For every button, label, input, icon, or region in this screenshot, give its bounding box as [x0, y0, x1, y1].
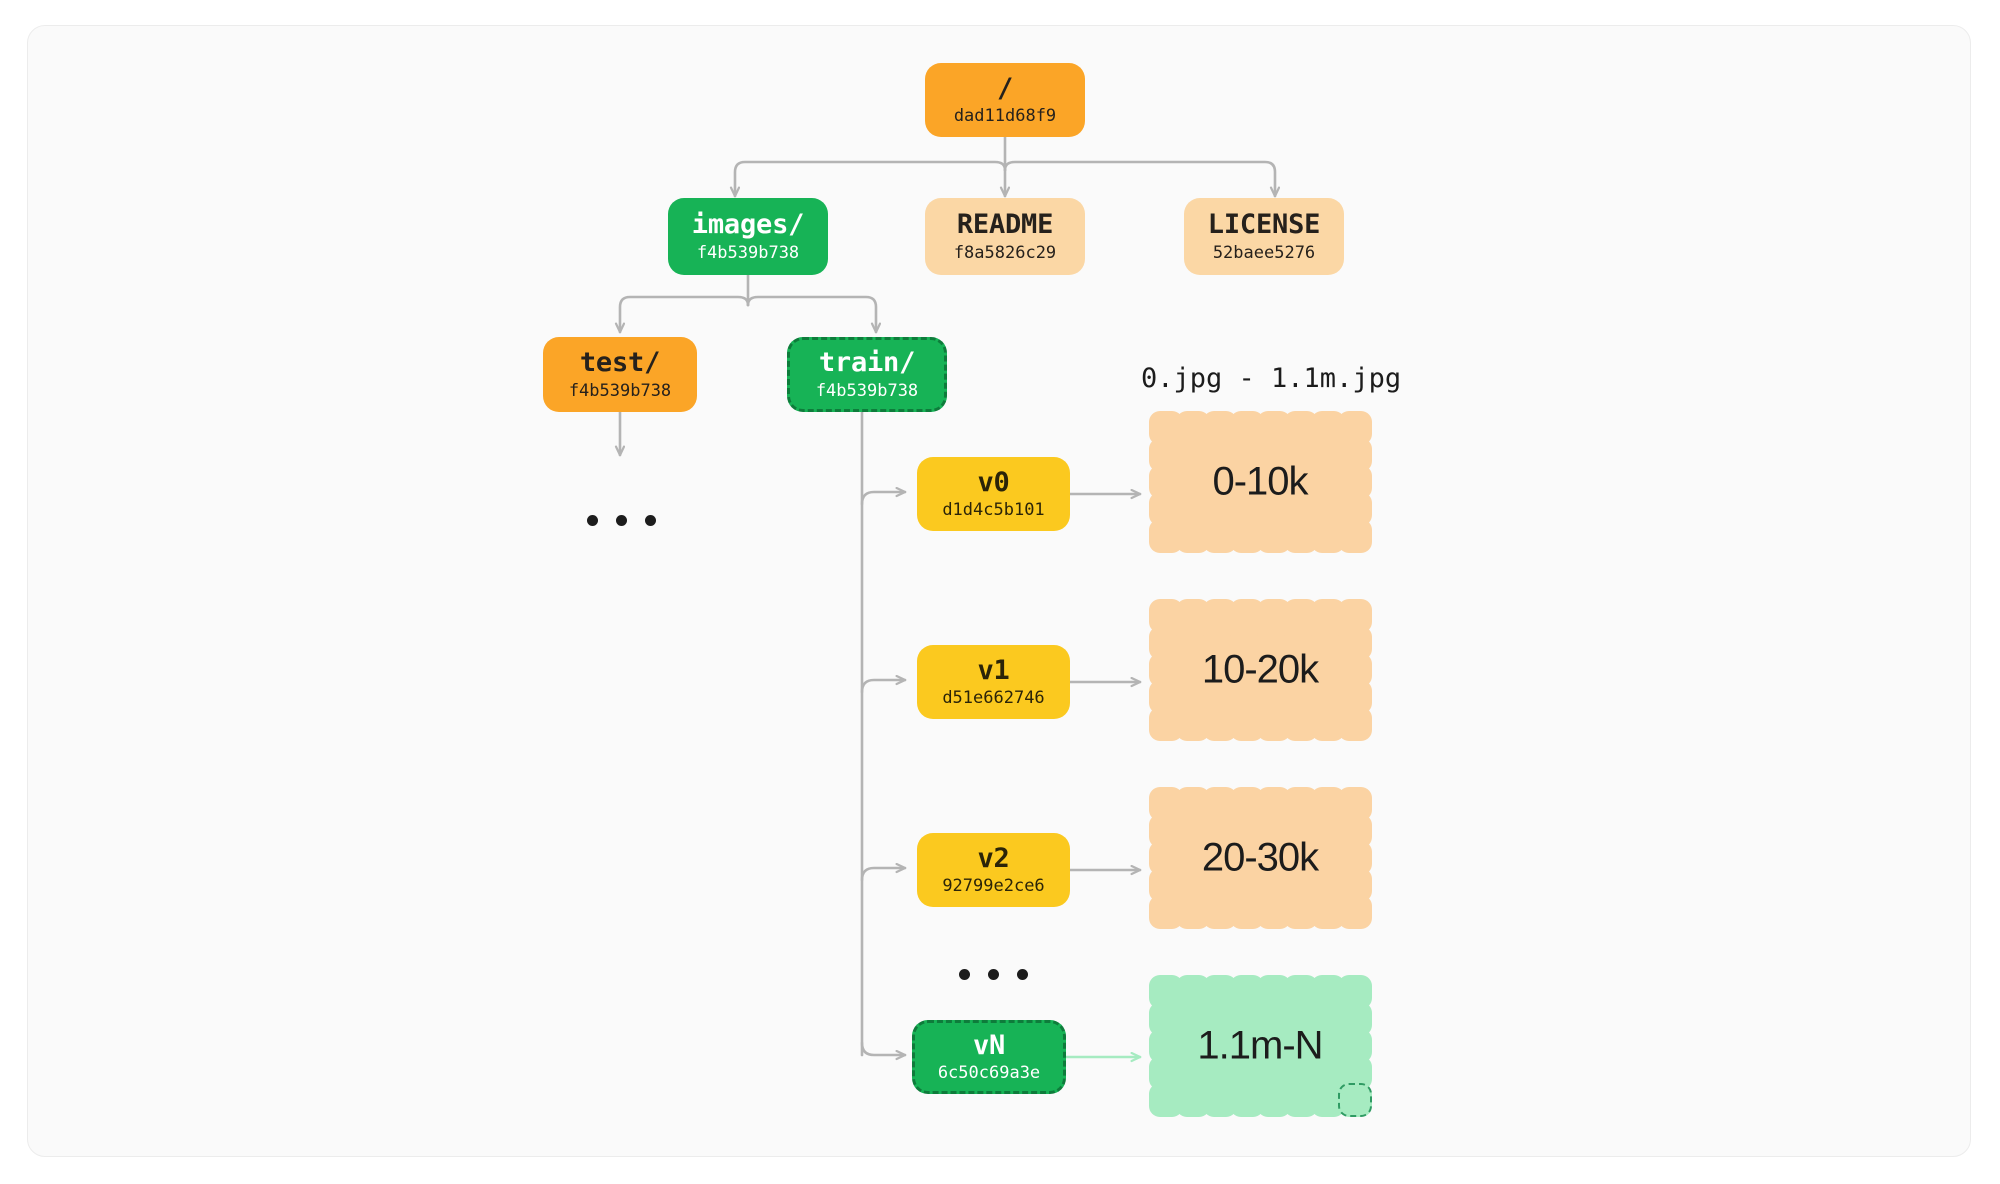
- node-v2-hash: 92799e2ce6: [942, 876, 1045, 897]
- ellipsis-dot: [587, 515, 598, 526]
- files-caption: 0.jpg - 1.1m.jpg: [1141, 363, 1402, 394]
- node-test-label: test/: [579, 347, 661, 379]
- ellipsis-dot: [988, 969, 999, 980]
- node-root-label: /: [996, 72, 1014, 104]
- node-readme-label: README: [956, 209, 1054, 241]
- node-train[interactable]: train/ f4b539b738: [787, 337, 947, 412]
- file-tile: [1337, 894, 1372, 929]
- node-images-hash: f4b539b738: [696, 242, 800, 263]
- node-images[interactable]: images/ f4b539b738: [668, 198, 828, 275]
- node-v0-label: v0: [977, 466, 1010, 498]
- node-readme[interactable]: README f8a5826c29: [925, 198, 1085, 275]
- node-root[interactable]: / dad11d68f9: [925, 63, 1085, 137]
- node-v2-label: v2: [977, 842, 1010, 874]
- diagram-card: [27, 25, 1971, 1157]
- node-vn-label: vN: [972, 1029, 1006, 1061]
- node-v1[interactable]: v1 d51e662746: [917, 645, 1070, 719]
- file-grid-10-20k[interactable]: 10-20k: [1148, 598, 1372, 741]
- node-train-label: train/: [818, 347, 916, 379]
- node-license[interactable]: LICENSE 52baee5276: [1184, 198, 1344, 275]
- node-license-label: LICENSE: [1207, 209, 1321, 241]
- version-ellipsis: [959, 969, 1028, 980]
- node-images-label: images/: [691, 209, 805, 241]
- ellipsis-dot: [645, 515, 656, 526]
- node-v1-label: v1: [977, 654, 1010, 686]
- file-tile-pending: [1337, 1082, 1372, 1117]
- node-root-hash: dad11d68f9: [953, 106, 1057, 127]
- node-test[interactable]: test/ f4b539b738: [543, 337, 697, 412]
- node-v0[interactable]: v0 d1d4c5b101: [917, 457, 1070, 531]
- node-vn-hash: 6c50c69a3e: [937, 1063, 1041, 1084]
- file-grid-0-10k[interactable]: 0-10k: [1148, 410, 1372, 553]
- node-vn[interactable]: vN 6c50c69a3e: [912, 1020, 1066, 1094]
- file-grid-20-30k[interactable]: 20-30k: [1148, 786, 1372, 929]
- node-test-hash: f4b539b738: [568, 380, 672, 401]
- test-ellipsis: [587, 515, 656, 526]
- ellipsis-dot: [1017, 969, 1028, 980]
- file-tile: [1337, 706, 1372, 741]
- node-v0-hash: d1d4c5b101: [942, 500, 1045, 521]
- node-v2[interactable]: v2 92799e2ce6: [917, 833, 1070, 907]
- file-tile: [1337, 518, 1372, 553]
- node-train-hash: f4b539b738: [815, 380, 919, 401]
- node-license-hash: 52baee5276: [1212, 242, 1316, 263]
- ellipsis-dot: [959, 969, 970, 980]
- file-grid-1-1m-n[interactable]: 1.1m-N: [1148, 974, 1372, 1117]
- node-v1-hash: d51e662746: [942, 688, 1045, 709]
- ellipsis-dot: [616, 515, 627, 526]
- node-readme-hash: f8a5826c29: [953, 242, 1057, 263]
